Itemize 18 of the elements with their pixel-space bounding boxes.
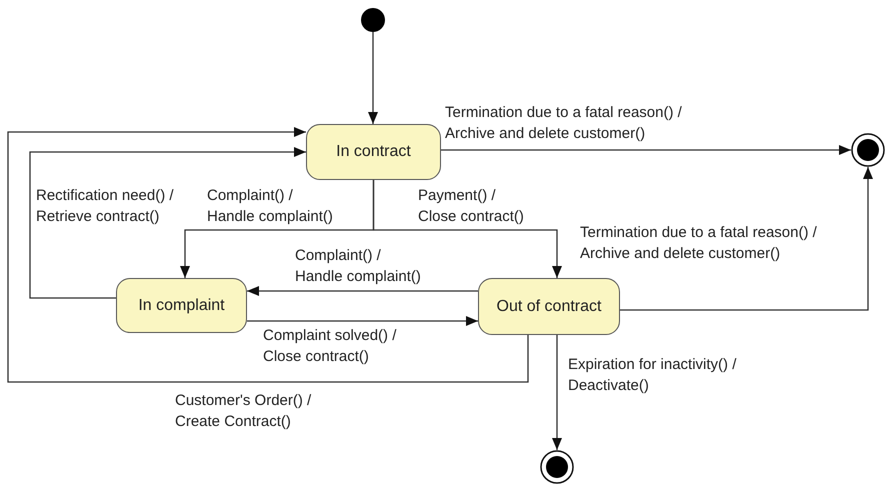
state-box (116, 278, 247, 333)
transition-arrow (441, 145, 851, 155)
transition-arrow (7, 127, 529, 383)
state-name: In complaint (138, 296, 225, 314)
final-state (851, 133, 885, 167)
transition-arrow (372, 180, 562, 278)
transition-arrow (247, 286, 478, 296)
transition-arrow (620, 167, 873, 311)
state-name: Out of contract (496, 298, 602, 316)
state-box (306, 124, 441, 180)
initial-state (361, 8, 385, 32)
transition-arrow (552, 335, 562, 450)
state-name: In contract (336, 143, 411, 161)
state-box (478, 278, 620, 335)
transition-arrow (368, 32, 378, 124)
transition-arrow (29, 147, 306, 299)
final-state (540, 450, 574, 484)
transition-arrow (247, 316, 478, 326)
